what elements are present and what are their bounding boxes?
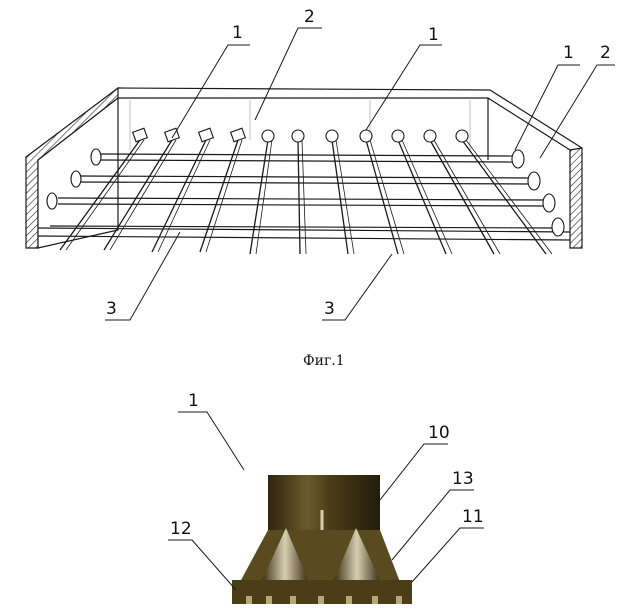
figure1-caption: Фиг.1 bbox=[303, 353, 345, 369]
top-nozzles bbox=[131, 127, 469, 143]
diagonal-bars-edge bbox=[65, 139, 553, 255]
side-nozzles bbox=[46, 148, 565, 237]
right-wall bbox=[569, 147, 583, 249]
fig2-label-11: 11 bbox=[462, 507, 484, 527]
fig1-label-1c: 1 bbox=[563, 43, 574, 63]
fig1-label-3b: 3 bbox=[324, 299, 335, 319]
figure1-leaders bbox=[105, 27, 615, 321]
fig2-label-10: 10 bbox=[428, 423, 450, 443]
nozzle-cone-right bbox=[334, 528, 380, 580]
horizontal-pipes bbox=[49, 153, 556, 229]
figure2-leaders bbox=[168, 411, 484, 591]
fig1-label-1b: 1 bbox=[428, 25, 439, 45]
fig1-label-2b: 2 bbox=[600, 43, 611, 63]
diagonal-bars bbox=[59, 139, 547, 255]
figure1-frame bbox=[25, 86, 583, 249]
nozzle-cone-left bbox=[262, 528, 308, 580]
fig2-label-12: 12 bbox=[170, 519, 192, 539]
fig1-label-3a: 3 bbox=[106, 299, 117, 319]
fig1-label-1a: 1 bbox=[232, 23, 243, 43]
figure2-nozzle bbox=[232, 475, 412, 604]
back-wall bbox=[117, 87, 583, 149]
fig2-label-1: 1 bbox=[188, 391, 199, 411]
fig2-label-13: 13 bbox=[452, 469, 474, 489]
fig1-label-2a: 2 bbox=[304, 7, 315, 27]
